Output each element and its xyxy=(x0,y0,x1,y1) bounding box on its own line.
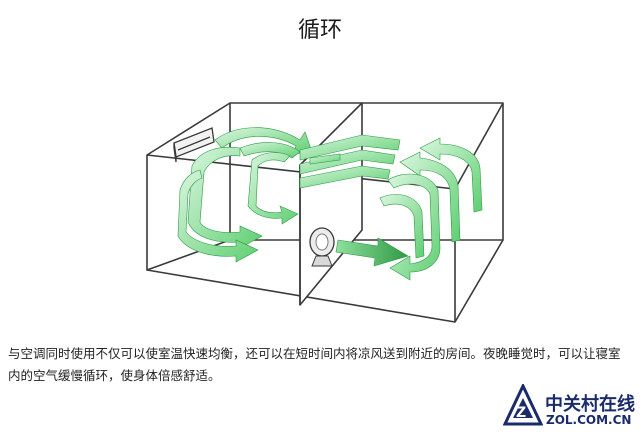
svg-text:Z: Z xyxy=(516,405,526,421)
right-room-arrows xyxy=(379,137,483,281)
partition-wall xyxy=(299,102,363,306)
page-title: 循环 xyxy=(297,18,342,43)
logo-domain: ZOL.COM.CN xyxy=(546,413,632,427)
fan-icon xyxy=(309,227,335,267)
zol-logo-icon: Z xyxy=(502,382,544,426)
zol-logo: Z 中关村在线 ZOL.COM.CN xyxy=(502,382,635,434)
air-conditioner-icon xyxy=(173,127,215,163)
cross-flow-arrows xyxy=(299,134,401,189)
room-right-wall xyxy=(454,102,504,322)
room-left-wall xyxy=(146,102,231,271)
fan-airflow-arrow xyxy=(335,237,409,267)
logo-chinese-name: 中关村在线 xyxy=(545,394,635,415)
description-text: 与空调同时使用不仅可以使室温快速均衡，还可以在短时间内将凉风送到附近的房间。夜晚… xyxy=(8,346,621,383)
